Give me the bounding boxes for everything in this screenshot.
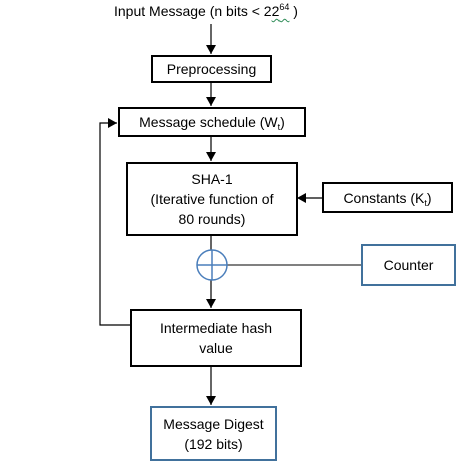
sha1-box: SHA-1 (Iterative function of 80 rounds) [126, 162, 298, 236]
sha1-title: SHA-1 [191, 171, 233, 187]
intermediate-hash-line2: value [199, 340, 233, 356]
xor-operator-icon [196, 249, 228, 281]
message-schedule-box: Message schedule (Wt) [118, 107, 306, 137]
intermediate-hash-line1: Intermediate hash [159, 320, 273, 336]
sha1-subtitle-line2: 80 rounds) [178, 211, 246, 227]
input-message-text: Input Message (n bits < 2 [114, 3, 272, 19]
message-digest-box: Message Digest (192 bits) [150, 406, 277, 461]
input-message-power: 264 [271, 2, 290, 20]
preprocessing-box: Preprocessing [151, 55, 272, 83]
message-digest-line1: Message Digest [163, 415, 264, 432]
sha1-subtitle-line1: (Iterative function of [150, 191, 274, 207]
counter-box: Counter [361, 244, 456, 286]
input-message-exponent: 64 [279, 2, 290, 12]
input-message-label: Input Message (n bits < 2264 ) [114, 2, 298, 20]
preprocessing-label: Preprocessing [166, 61, 257, 77]
intermediate-hash-box: Intermediate hash value [130, 309, 302, 367]
constants-label: Constants (Kt) [343, 189, 432, 208]
constants-box: Constants (Kt) [322, 182, 453, 213]
message-digest-line2: (192 bits) [184, 435, 243, 452]
message-schedule-label: Message schedule (Wt) [139, 114, 285, 132]
counter-label: Counter [383, 257, 434, 273]
input-message-close: ) [289, 3, 298, 19]
feedback-loop-line [99, 118, 131, 326]
